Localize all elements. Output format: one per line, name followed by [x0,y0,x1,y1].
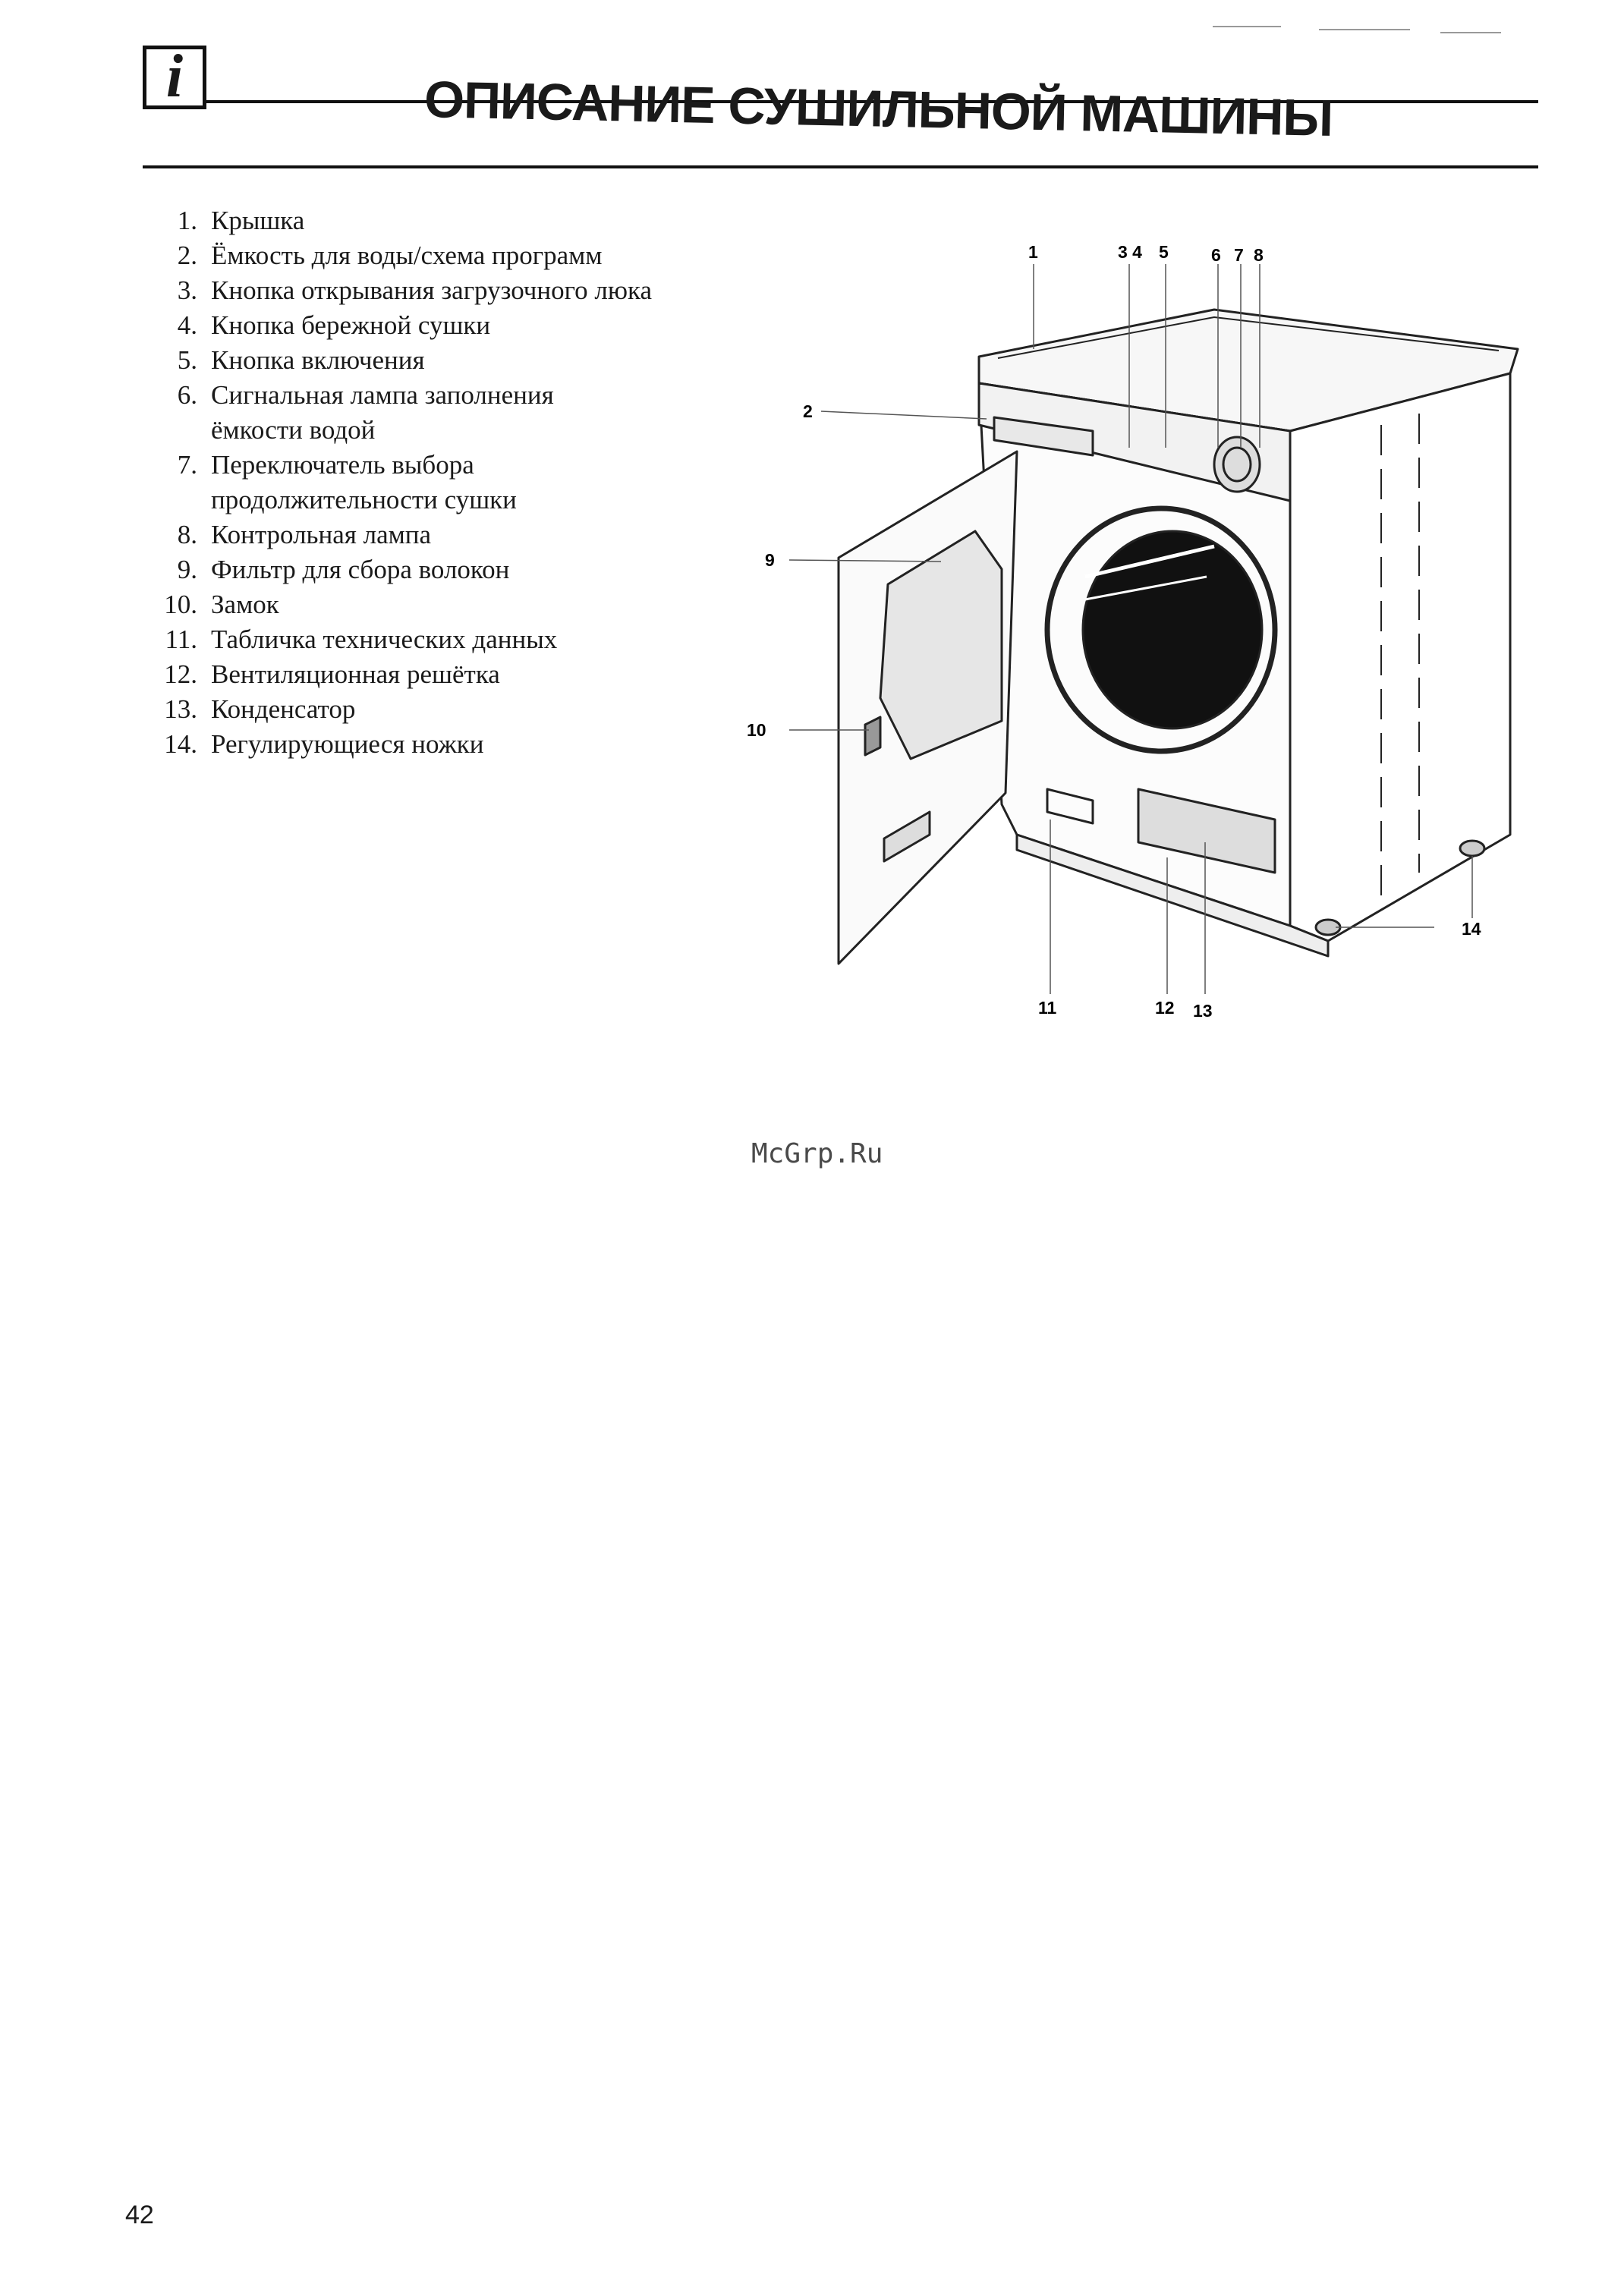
item-number: 14. [164,729,197,759]
leader-line [788,559,942,562]
item-label: Фильтр для сбора волокон [211,555,510,584]
callout-label: 2 [803,401,813,421]
list-item: 7. Переключатель выбора [137,448,759,483]
lid-inner-edge [997,316,1500,359]
vent-grille [1137,788,1276,874]
callout-label: 9 [765,550,775,570]
item-label: Сигнальная лампа заполнения [211,380,554,410]
item-label: продолжительности сушки [211,485,517,514]
item-label: Регулирующиеся ножки [211,729,484,759]
item-number: 1. [177,206,197,235]
header-rule-top [206,100,1538,103]
item-number: 10. [164,590,197,619]
leader-line [820,411,987,420]
list-item: 9. Фильтр для сбора волокон [137,552,759,587]
list-item: 2. Ёмкость для воды/схема программ [137,238,759,273]
list-item: 8. Контрольная лампа [137,518,759,552]
decorative-line [1440,32,1501,33]
callout-label: 6 [1211,245,1221,265]
lint-filter [879,530,1003,760]
list-item: 4. Кнопка бережной сушки [137,308,759,343]
item-label: Переключатель выбора [211,450,474,480]
item-number: 2. [177,241,197,270]
item-label: Кнопка включения [211,345,425,375]
list-item: 14. Регулирующиеся ножки [137,727,759,762]
door-handle-recess [883,810,931,863]
page-number: 42 [125,2201,154,2229]
plinth [1015,833,1330,958]
drum-interior [1081,530,1264,730]
list-item-continuation: ёмкости водой [137,413,759,448]
item-label: Замок [211,590,279,619]
list-item: 1. Крышка [137,203,759,238]
drum-opening [1044,505,1278,754]
item-label: Кнопка бережной сушки [211,310,491,340]
item-number: 8. [177,520,197,549]
item-label: Ёмкость для воды/схема программ [211,241,603,270]
callout-label: 1 [1028,242,1038,262]
list-item: 12. Вентиляционная решётка [137,657,759,692]
item-label: Кнопка открывания загрузочного люка [211,275,652,305]
item-number: 12. [164,659,197,689]
door-lock [864,716,882,757]
rating-plate [1046,788,1094,825]
callout-label: 7 [1234,245,1244,265]
item-number: 7. [177,450,197,480]
item-number: 13. [164,694,197,724]
callout-label: 10 [747,720,766,740]
list-item: 3. Кнопка открывания загрузочного люка [137,273,759,308]
item-label: Вентиляционная решётка [211,659,500,689]
item-number: 5. [177,345,197,375]
item-label: Конденсатор [211,694,356,724]
side-panel [1289,372,1512,942]
page-title: ОПИСАНИЕ СУШИЛЬНОЙ МАШИНЫ [423,70,1333,148]
dryer-diagram: 1 3 4 5 6 7 8 2 9 10 11 12 13 14 [747,242,1519,1021]
decorative-line [1213,26,1281,27]
dial-center [1222,446,1252,483]
item-label: ёмкости водой [211,415,376,445]
callout-label: 13 [1193,1001,1213,1021]
info-icon: i [143,46,206,109]
list-item-continuation: продолжительности сушки [137,483,759,518]
list-item: 10. Замок [137,587,759,622]
callout-label: 11 [1038,998,1057,1018]
item-number: 6. [177,380,197,410]
control-panel [977,382,1292,502]
list-item: 11. Табличка технических данных [137,622,759,657]
item-number: 11. [165,625,197,654]
drum-baffle [1084,575,1207,601]
item-number: 9. [177,555,197,584]
drum-baffle [1084,544,1215,579]
list-item: 6. Сигнальная лампа заполнения [137,378,759,413]
item-number [137,413,211,448]
item-number: 4. [177,310,197,340]
list-item: 13. Конденсатор [137,692,759,727]
item-label: Контрольная лампа [211,520,432,549]
callout-label: 14 [1462,919,1481,939]
program-dial [1213,436,1261,493]
callout-label: 5 [1159,242,1169,262]
water-container [993,416,1094,457]
list-item: 5. Кнопка включения [137,343,759,378]
adjustable-foot [1459,839,1486,857]
watermark: McGrp.Ru [751,1138,883,1169]
item-label: Крышка [211,206,305,235]
decorative-line [1319,29,1410,30]
item-label: Табличка технических данных [211,625,558,654]
header-rule-bottom [143,165,1538,168]
parts-list: 1. Крышка 2. Ёмкость для воды/схема прог… [137,203,759,762]
callout-label: 3 4 [1118,242,1142,262]
item-number: 3. [177,275,197,305]
callout-label: 8 [1254,245,1264,265]
item-number [137,483,211,518]
callout-label: 12 [1155,998,1175,1018]
